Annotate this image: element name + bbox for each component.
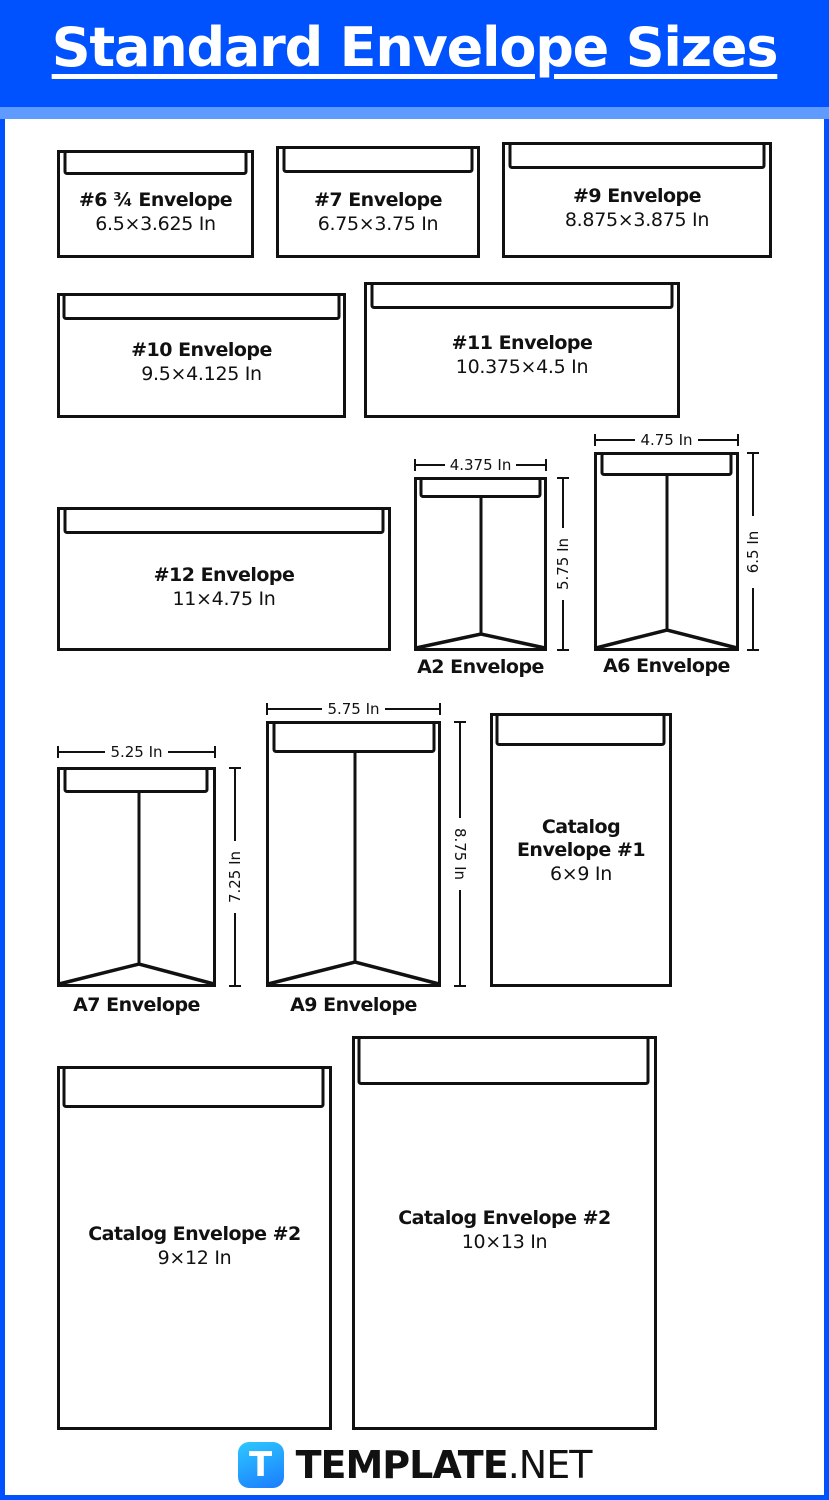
envelope-size: 11×4.75 In — [172, 588, 276, 610]
envelope-catalog-2-10x13: Catalog Envelope #2 10×13 In — [352, 1036, 657, 1430]
envelope-size: 10×13 In — [461, 1231, 548, 1253]
brand-wordmark: TEMPLATE.NET — [295, 1443, 593, 1487]
envelope-no11: #11 Envelope 10.375×4.5 In — [364, 282, 680, 418]
envelope-catalog-2-9x12: Catalog Envelope #2 9×12 In — [57, 1066, 332, 1430]
dimension-label: 4.75 In — [640, 431, 693, 449]
envelope-name: #10 Envelope — [131, 339, 272, 361]
envelope-no10: #10 Envelope 9.5×4.125 In — [57, 293, 346, 418]
template-logo-icon: T — [237, 1442, 284, 1488]
envelope-no6-3-4: #6 ¾ Envelope 6.5×3.625 In — [57, 150, 254, 258]
envelope-outline-icon — [352, 1036, 657, 1430]
dimension-label: 6.5 In — [744, 530, 762, 573]
envelope-size: 9×12 In — [157, 1247, 232, 1269]
envelope-label: A9 Envelope — [290, 994, 417, 1016]
envelope-name: Catalog Envelope #2 — [88, 1223, 301, 1245]
envelope-outline-icon — [57, 507, 391, 651]
a9-height-dimension: 8.75 In — [451, 721, 469, 987]
envelope-size: 9.5×4.125 In — [141, 363, 262, 385]
a7-height-dimension: 7.25 In — [226, 767, 244, 987]
envelope-size: 8.875×3.875 In — [564, 209, 710, 231]
envelope-label: A7 Envelope — [73, 994, 200, 1016]
envelope-outline-icon — [276, 146, 480, 258]
envelope-a7 — [57, 767, 216, 987]
dimension-label: 4.375 In — [449, 456, 512, 474]
envelope-outline-icon — [594, 452, 739, 651]
page-title: Standard Envelope Sizes — [51, 16, 779, 79]
envelope-no12: #12 Envelope 11×4.75 In — [57, 507, 391, 651]
envelope-outline-icon — [57, 1066, 332, 1430]
envelope-size: 6.75×3.75 In — [317, 213, 439, 235]
envelope-a2 — [414, 477, 547, 651]
dimension-label: 8.75 In — [451, 827, 469, 881]
a6-height-dimension: 6.5 In — [744, 452, 762, 651]
dimension-label: 5.75 In — [327, 700, 380, 718]
a2-height-dimension: 5.75 In — [554, 477, 572, 651]
envelope-name: #12 Envelope — [153, 564, 295, 586]
brand-footer: T TEMPLATE.NET — [5, 1440, 824, 1490]
envelope-size: 10.375×4.5 In — [455, 356, 589, 378]
envelope-outline-icon — [266, 721, 441, 987]
envelope-outline-icon — [57, 150, 254, 258]
dimension-label: 5.75 In — [554, 537, 572, 591]
dimension-label: 7.25 In — [226, 850, 244, 904]
envelope-name: Catalog Envelope #2 — [398, 1207, 611, 1229]
a7-width-dimension: 5.25 In — [57, 743, 217, 761]
envelope-size: 6×9 In — [550, 863, 612, 885]
envelope-outline-icon — [57, 767, 216, 987]
envelope-a9 — [266, 721, 441, 987]
envelope-outline-icon — [414, 477, 547, 651]
envelope-name: #7 Envelope — [313, 189, 443, 211]
a6-width-dimension: 4.75 In — [594, 431, 740, 449]
a9-width-dimension: 5.75 In — [266, 700, 442, 718]
envelope-label: A6 Envelope — [603, 655, 730, 677]
brand-light: .NET — [507, 1443, 593, 1487]
envelope-outline-icon — [502, 142, 772, 258]
envelope-no9: #9 Envelope 8.875×3.875 In — [502, 142, 772, 258]
envelope-no7: #7 Envelope 6.75×3.75 In — [276, 146, 480, 258]
envelope-outline-icon — [57, 293, 346, 418]
envelope-size: 6.5×3.625 In — [95, 213, 216, 235]
dimension-label: 5.25 In — [110, 743, 163, 761]
envelope-name: #11 Envelope — [451, 332, 593, 354]
a2-width-dimension: 4.375 In — [414, 456, 548, 474]
brand-bold: TEMPLATE — [295, 1443, 509, 1487]
header-banner: Standard Envelope Sizes — [0, 0, 829, 107]
envelope-name-line1: Catalog — [541, 816, 621, 838]
envelope-catalog-1: Catalog Envelope #1 6×9 In — [490, 713, 672, 987]
envelope-name: #6 ¾ Envelope — [78, 189, 233, 211]
envelope-name: #9 Envelope — [572, 185, 702, 207]
envelope-outline-icon — [490, 713, 672, 987]
envelope-name-line2: Envelope #1 — [516, 839, 646, 861]
envelope-outline-icon — [364, 282, 680, 418]
envelope-a6 — [594, 452, 739, 651]
diagram-canvas: #6 ¾ Envelope 6.5×3.625 In #7 Envelope 6… — [5, 119, 824, 1495]
envelope-label: A2 Envelope — [417, 656, 544, 678]
header-accent-band — [0, 107, 829, 119]
